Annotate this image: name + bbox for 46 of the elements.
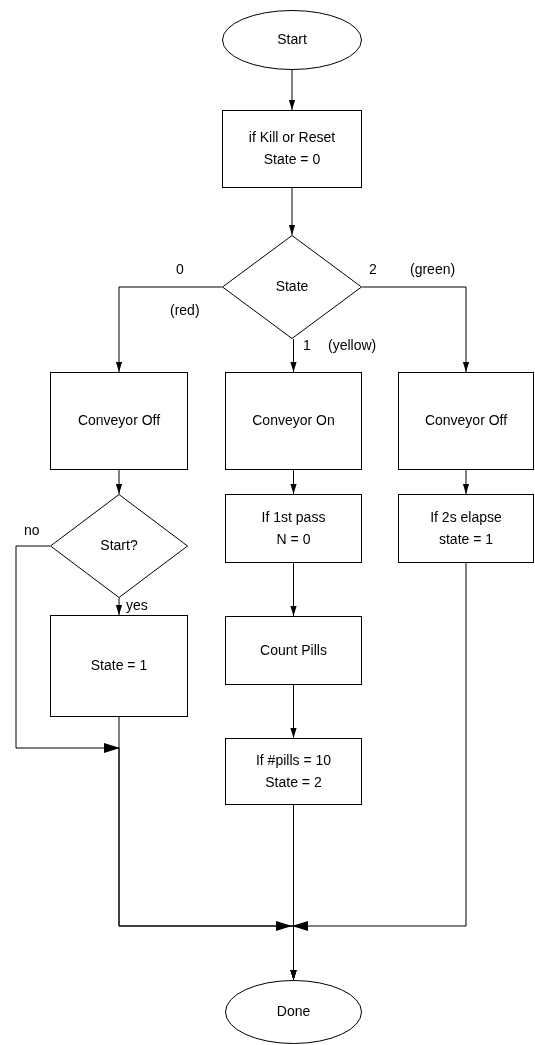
process-box [225,616,362,685]
edge-label: 0 [176,261,184,277]
node-text: State [275,277,309,297]
edge-label: 2 [369,261,377,277]
node-text: Start [277,30,307,50]
decision-diamond [222,235,362,339]
node-text: If 2s elapse state = 1 [429,507,503,549]
arrow [290,562,297,617]
node-text: Conveyor Off [424,411,508,431]
node-text: if Kill or Reset State = 0 [247,128,337,169]
arrow [290,338,297,373]
arrow [290,469,297,495]
node-text: Done [276,1002,311,1022]
node-text: State = 1 [90,656,148,676]
end-terminal [225,980,362,1044]
arrow [361,286,470,373]
process-box [225,738,362,805]
arrow [462,469,470,495]
node-text: Start? [100,536,138,556]
start-terminal [222,10,362,70]
arrow [288,187,296,236]
node-text: If 1st pass N = 0 [260,507,327,549]
edge-label: 1 [303,337,311,353]
process-box [50,615,188,717]
arrow [288,69,296,111]
process-box [225,372,362,470]
arrow [290,562,467,981]
edge-label: no [24,522,40,538]
process-box [398,494,534,563]
node-text: Conveyor Off [77,411,161,431]
node-text: Conveyor On [252,411,335,431]
process-box [225,494,362,563]
process-box [398,372,534,470]
process-box [50,372,188,470]
arrow [115,597,123,616]
node-text: Count Pills [260,640,327,660]
branch-note: (red) [170,302,200,318]
process-box [222,110,362,188]
branch-note: (green) [410,261,456,277]
edge-label: yes [126,597,148,613]
arrow [115,469,123,495]
arrow [115,286,223,373]
decision-diamond [50,494,188,598]
node-text: If #pills = 10 State = 2 [254,750,333,792]
arrow [290,684,297,739]
branch-note: (yellow) [328,337,377,353]
